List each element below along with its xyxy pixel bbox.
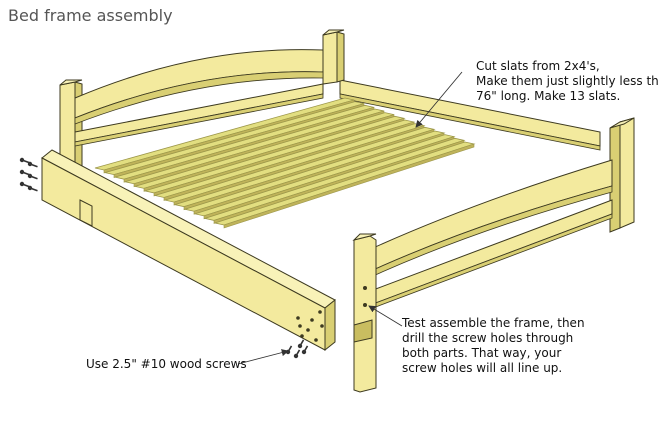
screw-holes [296, 310, 324, 342]
screw-hole [314, 338, 318, 342]
screw-hole [310, 318, 314, 322]
slats [94, 97, 476, 229]
frame-callout-arrow [368, 305, 403, 327]
screw [27, 161, 38, 168]
screw-hole [296, 316, 300, 320]
screw-hole [320, 324, 324, 328]
screw [19, 169, 30, 176]
slats-note: Cut slats from 2x4's, Make them just sli… [476, 59, 659, 104]
frame-note-line: drill the screw holes through [402, 331, 574, 345]
diagram-title: Bed frame assembly [8, 6, 173, 25]
frame-note: Test assemble the frame, then drill the … [402, 316, 585, 376]
screw [27, 185, 38, 192]
slat-edge [223, 143, 475, 229]
screw-hole [318, 310, 322, 314]
slats-note-line: Cut slats from 2x4's, [476, 59, 600, 73]
screws-callout-arrow [237, 349, 289, 365]
screw [27, 173, 38, 180]
screw [285, 345, 293, 355]
screws-note: Use 2.5" #10 wood screws [86, 357, 247, 371]
screw [19, 181, 30, 188]
near-left-leg [79, 199, 93, 227]
slats-note-line: 76" long. Make 13 slats. [476, 89, 621, 103]
footboard [352, 117, 635, 393]
headboard [59, 29, 345, 171]
screw-hole [298, 324, 302, 328]
frame-note-line: screw holes will all line up. [402, 361, 563, 375]
screw [297, 339, 305, 349]
screw-hole [300, 334, 304, 338]
slats-note-line: Make them just slightly less than [476, 74, 659, 88]
screw [301, 345, 309, 355]
screw-hole [306, 328, 310, 332]
slats-callout-arrow [415, 71, 463, 128]
frame-note-line: Test assemble the frame, then [402, 316, 585, 330]
screw [293, 349, 301, 359]
screw [19, 157, 30, 164]
frame-note-line: both parts. That way, your [402, 346, 562, 360]
near-side-rail [41, 149, 336, 352]
screws-bottom [285, 339, 309, 359]
screws-left [19, 157, 38, 192]
